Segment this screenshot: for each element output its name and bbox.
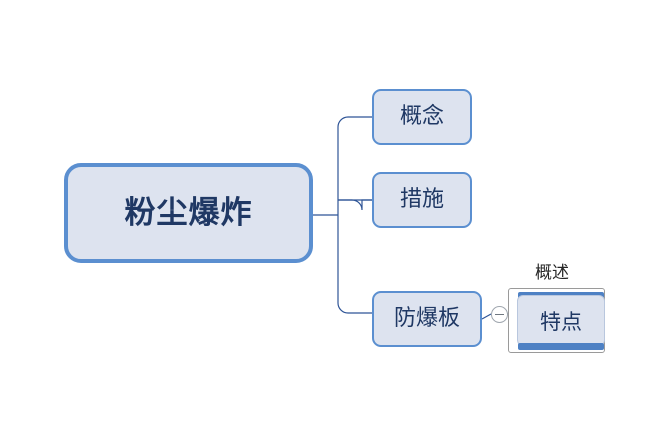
- child-node-concept[interactable]: 概念: [372, 89, 472, 145]
- child-node-label: 防爆板: [393, 306, 460, 331]
- selected-node-features[interactable]: 特点: [517, 295, 605, 346]
- selected-node-wrapper[interactable]: 特点: [508, 288, 605, 353]
- root-node[interactable]: 粉尘爆炸: [64, 163, 313, 263]
- floating-label-overview: 概述: [535, 263, 569, 283]
- selected-node-label: 特点: [540, 309, 582, 334]
- child-node-measures[interactable]: 措施: [372, 172, 472, 228]
- child-node-label: 概念: [399, 104, 444, 129]
- selection-handle-bottom[interactable]: [518, 343, 604, 350]
- minus-circle-icon[interactable]: [491, 306, 508, 323]
- child-node-explosion-panel[interactable]: 防爆板: [372, 291, 482, 347]
- child-node-label: 措施: [399, 187, 444, 212]
- root-node-label: 粉尘爆炸: [124, 194, 253, 231]
